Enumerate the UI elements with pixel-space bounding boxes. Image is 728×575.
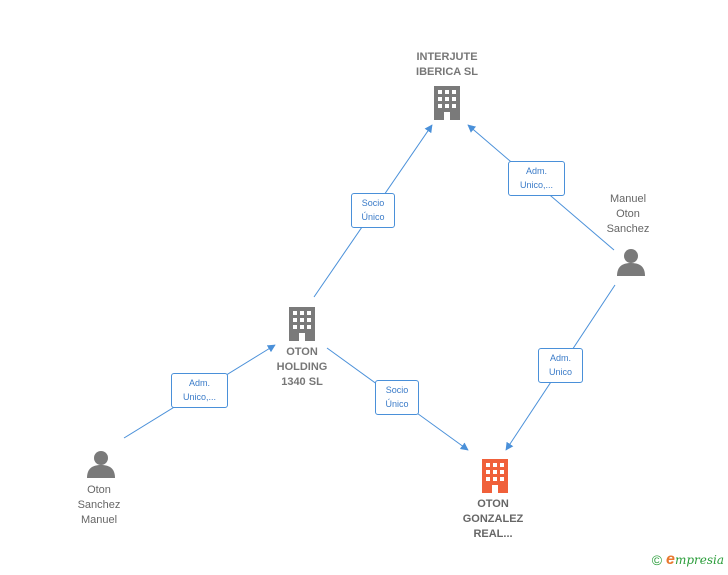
building-icon[interactable]: [434, 86, 460, 120]
node-label-oton-sanchez-manuel[interactable]: Oton Sanchez Manuel: [77, 484, 121, 526]
node-label-oton-holding[interactable]: OTON HOLDING 1340 SL: [276, 346, 328, 388]
node-label-interjute-iberica[interactable]: INTERJUTE IBERICA SL: [416, 51, 478, 78]
empresia-logo[interactable]: empresia: [666, 551, 724, 568]
edge-label-socio-unico: Socio Único: [351, 193, 395, 228]
person-icon[interactable]: [617, 249, 645, 276]
edge-label-adm-unico: Adm. Unico: [538, 348, 583, 383]
node-label-oton-gonzalez-real[interactable]: OTON GONZALEZ REAL...: [462, 498, 524, 540]
edge-label-adm-unico: Adm. Unico,...: [508, 161, 565, 196]
person-icon[interactable]: [87, 451, 115, 478]
edge-label-socio-unico: Socio Único: [375, 380, 419, 415]
node-label-manuel-oton-sanchez[interactable]: Manuel Oton Sanchez: [606, 193, 650, 235]
edge-label-adm-unico: Adm. Unico,...: [171, 373, 228, 408]
footer-brand: © empresia: [652, 551, 724, 569]
copyright-symbol: ©: [651, 552, 663, 568]
building-icon[interactable]: [482, 459, 508, 493]
building-icon[interactable]: [289, 307, 315, 341]
